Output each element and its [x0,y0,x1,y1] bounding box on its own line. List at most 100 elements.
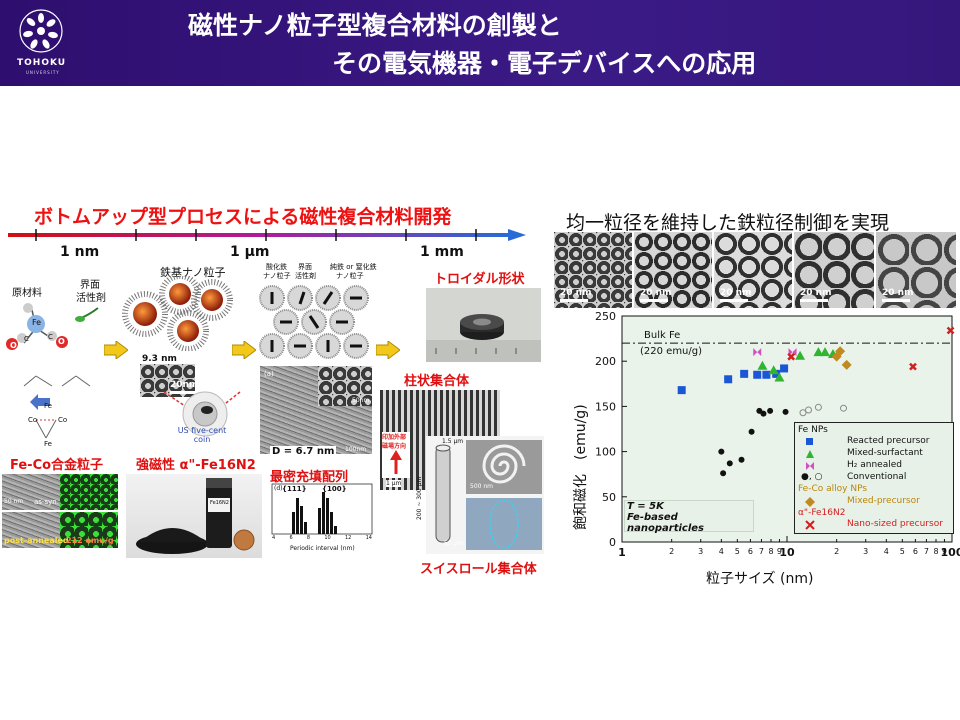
feco-eds-2 [60,512,118,548]
field-arrow-icon [390,450,402,474]
swiss-roll-icon [435,440,542,550]
tem-scale-2: 20 nm [640,288,671,302]
x-tick-label: 10 [779,546,795,559]
legend-reacted: Reacted precursor [847,436,930,446]
packing-title: 最密充填配列 [270,470,349,485]
data-point-conventional-open [799,409,807,417]
data-points [677,326,955,477]
x-tick-label: 7 [924,547,929,556]
surfactant-label-1: 界面 [80,280,100,291]
legend-conventional: Conventional [847,472,907,482]
legend-conventional-prefix: ●, ○ [801,472,823,482]
data-point-mixed-surfactant [768,365,779,375]
hist-tick: 8 [306,535,311,541]
data-point-mixed-surfactant [813,347,824,357]
tem-scale-4: 20 nm [800,288,831,302]
legend-feco: Fe-Co alloy NPs [798,484,868,494]
legend-mixed-surf: Mixed-surfactant [847,448,923,458]
tem-scale-3: 20 nm [720,288,751,302]
yellow-arrow-3 [376,341,400,359]
feco-tem-2 [2,512,60,548]
panel-a-label: (a) [264,370,274,378]
x-tick-label: 4 [884,547,889,556]
x-tick-label: 6 [913,547,918,556]
periodic-interval-histogram [271,483,373,535]
legend-h2: H₂ annealed [847,460,902,470]
x-tick-label: 8 [933,547,938,556]
bulk-fe-label: Bulk Fe [644,330,681,341]
swiss-scale-500nm: 500 nm [470,483,494,490]
oxide-label-1: 酸化鉄 [266,263,287,271]
data-point-conventional [767,407,774,414]
page-title-line-1: 磁性ナノ粒子型複合材料の創製と [188,11,562,40]
co-label-2: Co [58,416,68,424]
pillar-scale-label: 1 μm [386,480,402,487]
data-point-nano-sized-precursor [787,352,796,361]
tem-scale-5: 20 nm [882,288,913,302]
data-point-reacted-precursor [724,375,733,384]
iron-nanoparticles-illustration [122,276,233,351]
header-banner [0,0,960,86]
y-tick-label: 50 [602,491,616,504]
x-tick-label: 100 [941,546,960,559]
data-point-reacted-precursor [753,370,762,379]
iron-pentacarbonyl-molecule [6,303,99,439]
data-point-mixed-surfactant [795,350,806,360]
scale-label-nm: 1 nm [60,244,100,260]
logo-emblem-icon [19,9,63,53]
packing-scale-label: 100nm [345,446,367,453]
university-logo [18,8,64,54]
data-point-mixed-precursor [835,346,846,357]
hist-panel-label: (d) [274,485,283,492]
raw-material-label: 原材料 [12,288,42,299]
bottom-up-title: ボトムアップ型プロセスによる磁性複合材料開発 [34,206,452,228]
data-point-conventional [760,410,767,417]
swiss-scale-50um: 50 μm [444,540,464,547]
iron-np-label: 鉄基ナノ粒子 [160,266,226,279]
swiss-roll-figure [426,436,544,554]
scale-arrow [8,229,526,241]
powder-vial-icon [136,478,255,554]
toroid-core-icon [426,314,541,362]
field-label-1: 印加外部 [382,434,407,441]
c-atom-label-2: C [48,333,53,341]
hist-tick: 6 [289,535,293,541]
legend-square-marker [806,438,813,445]
sample-note: Fe-based nanoparticles [627,512,704,534]
d-value-label: D = 6.7 nm [270,446,337,457]
fe16n2-photo [126,474,262,558]
x-tick-label: 8 [768,547,773,556]
feco-as-syn: as-syn. [34,498,59,506]
y-tick-label: 100 [595,446,616,459]
feco-tem-1 [2,474,60,510]
x-tick-label: 2 [669,547,674,556]
x-tick-label: 5 [735,547,740,556]
x-tick-label: 3 [863,547,868,556]
surfactant-label-2: 活性剤 [76,293,106,304]
data-point-conventional [782,408,789,415]
fe-atom-label: Fe [32,318,42,327]
feco-title: Fe-Co合金粒子 [10,458,104,473]
fe-label-2: Fe [44,402,52,410]
field-direction-box: 印加外部 磁場方向 [382,432,410,478]
hist-111-label: {111} [282,485,307,493]
toroidal-photo [426,288,541,362]
coin-label: US five-cent coin [177,426,227,444]
data-point-reacted-precursor [780,364,789,373]
x-tick-label: 2 [834,547,839,556]
legend-x-marker [805,520,815,530]
right-title: 均一粒径を維持した鉄粒径制御を実現 [566,212,890,234]
data-point-conventional [726,460,733,467]
scale-label-um: 1 μm [230,244,270,260]
x-tick-label: 6 [748,547,753,556]
x-axis-label: 粒子サイズ (nm) [706,571,814,587]
o-atom-label-2: O [58,337,65,346]
data-point-conventional-open [839,404,847,412]
data-point-mixed-surfactant [774,372,785,382]
pure-label-2: ナノ粒子 [336,272,364,280]
hist-tick: 10 [324,535,331,541]
inset-scale-label: 50nm [352,397,370,404]
legend-diamond-marker [805,497,815,507]
